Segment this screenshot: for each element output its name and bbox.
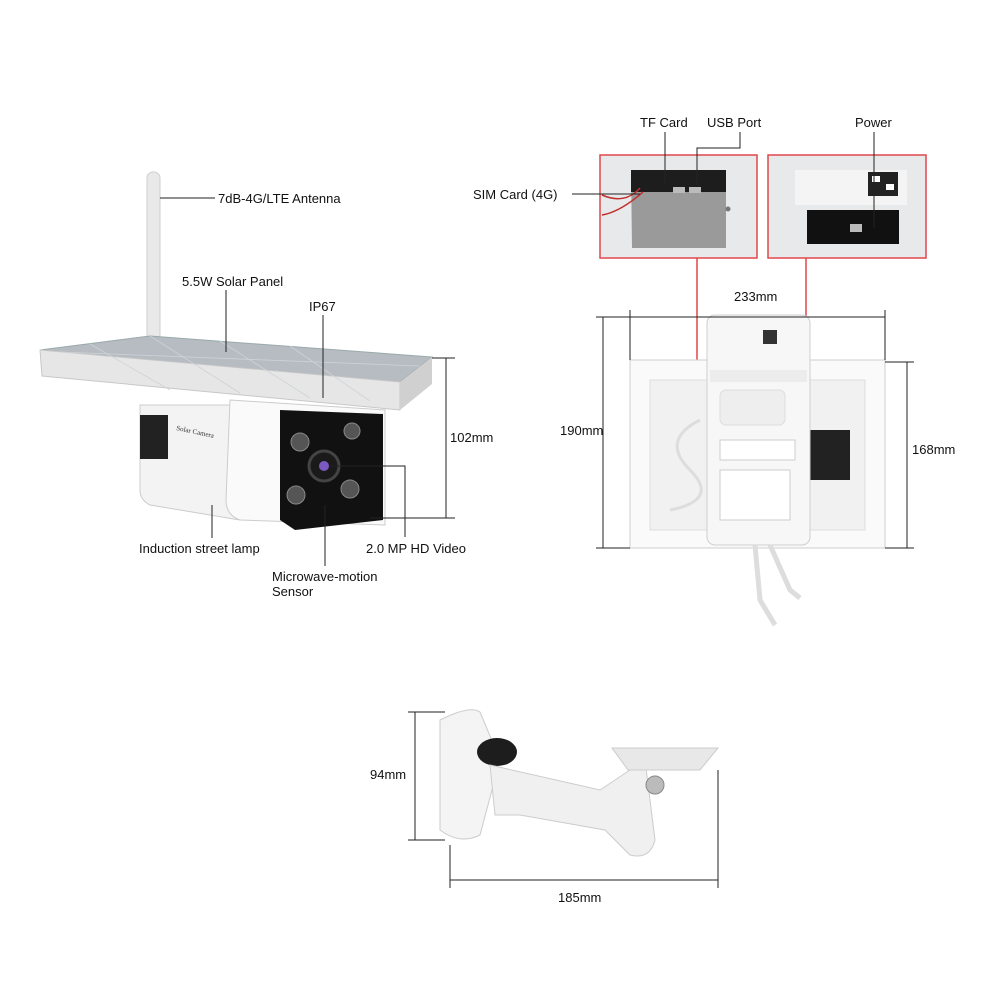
power-detail — [767, 154, 927, 259]
tf-card-label: TF Card — [640, 115, 688, 130]
panel-inner-height-label: 168mm — [912, 442, 956, 457]
ip-rating-label: IP67 — [309, 299, 336, 314]
panel-back-illustration — [629, 314, 886, 627]
camera-height-label: 102mm — [450, 430, 494, 445]
video-label: 2.0 MP HD Video — [366, 541, 466, 556]
bracket-height-label: 94mm — [370, 767, 407, 782]
antenna — [146, 171, 161, 351]
sim-card-label: SIM Card (4G) — [473, 187, 558, 202]
solar-panel — [39, 335, 434, 411]
usb-port-label: USB Port — [707, 115, 762, 130]
wall-bracket-illustration — [439, 709, 720, 857]
camera-body — [139, 399, 386, 530]
camera-leader-lines — [160, 197, 455, 566]
street-lamp-label: Induction street lamp — [139, 541, 260, 556]
solar-camera-illustration — [39, 171, 434, 530]
sim-tf-usb-detail — [599, 154, 758, 259]
sensor-label-line2: Sensor — [272, 584, 314, 599]
bracket-dimension-lines — [408, 711, 719, 888]
bracket-width-label: 185mm — [558, 890, 602, 905]
panel-height-label: 190mm — [560, 423, 604, 438]
antenna-label: 7dB-4G/LTE Antenna — [218, 191, 341, 206]
panel-width-label: 233mm — [734, 289, 778, 304]
solar-panel-label: 5.5W Solar Panel — [182, 274, 284, 289]
power-label: Power — [855, 115, 892, 130]
ports-leader-lines — [572, 132, 875, 228]
panel-dimension-lines — [596, 310, 914, 549]
sensor-label-line1: Microwave-motion — [272, 569, 378, 584]
